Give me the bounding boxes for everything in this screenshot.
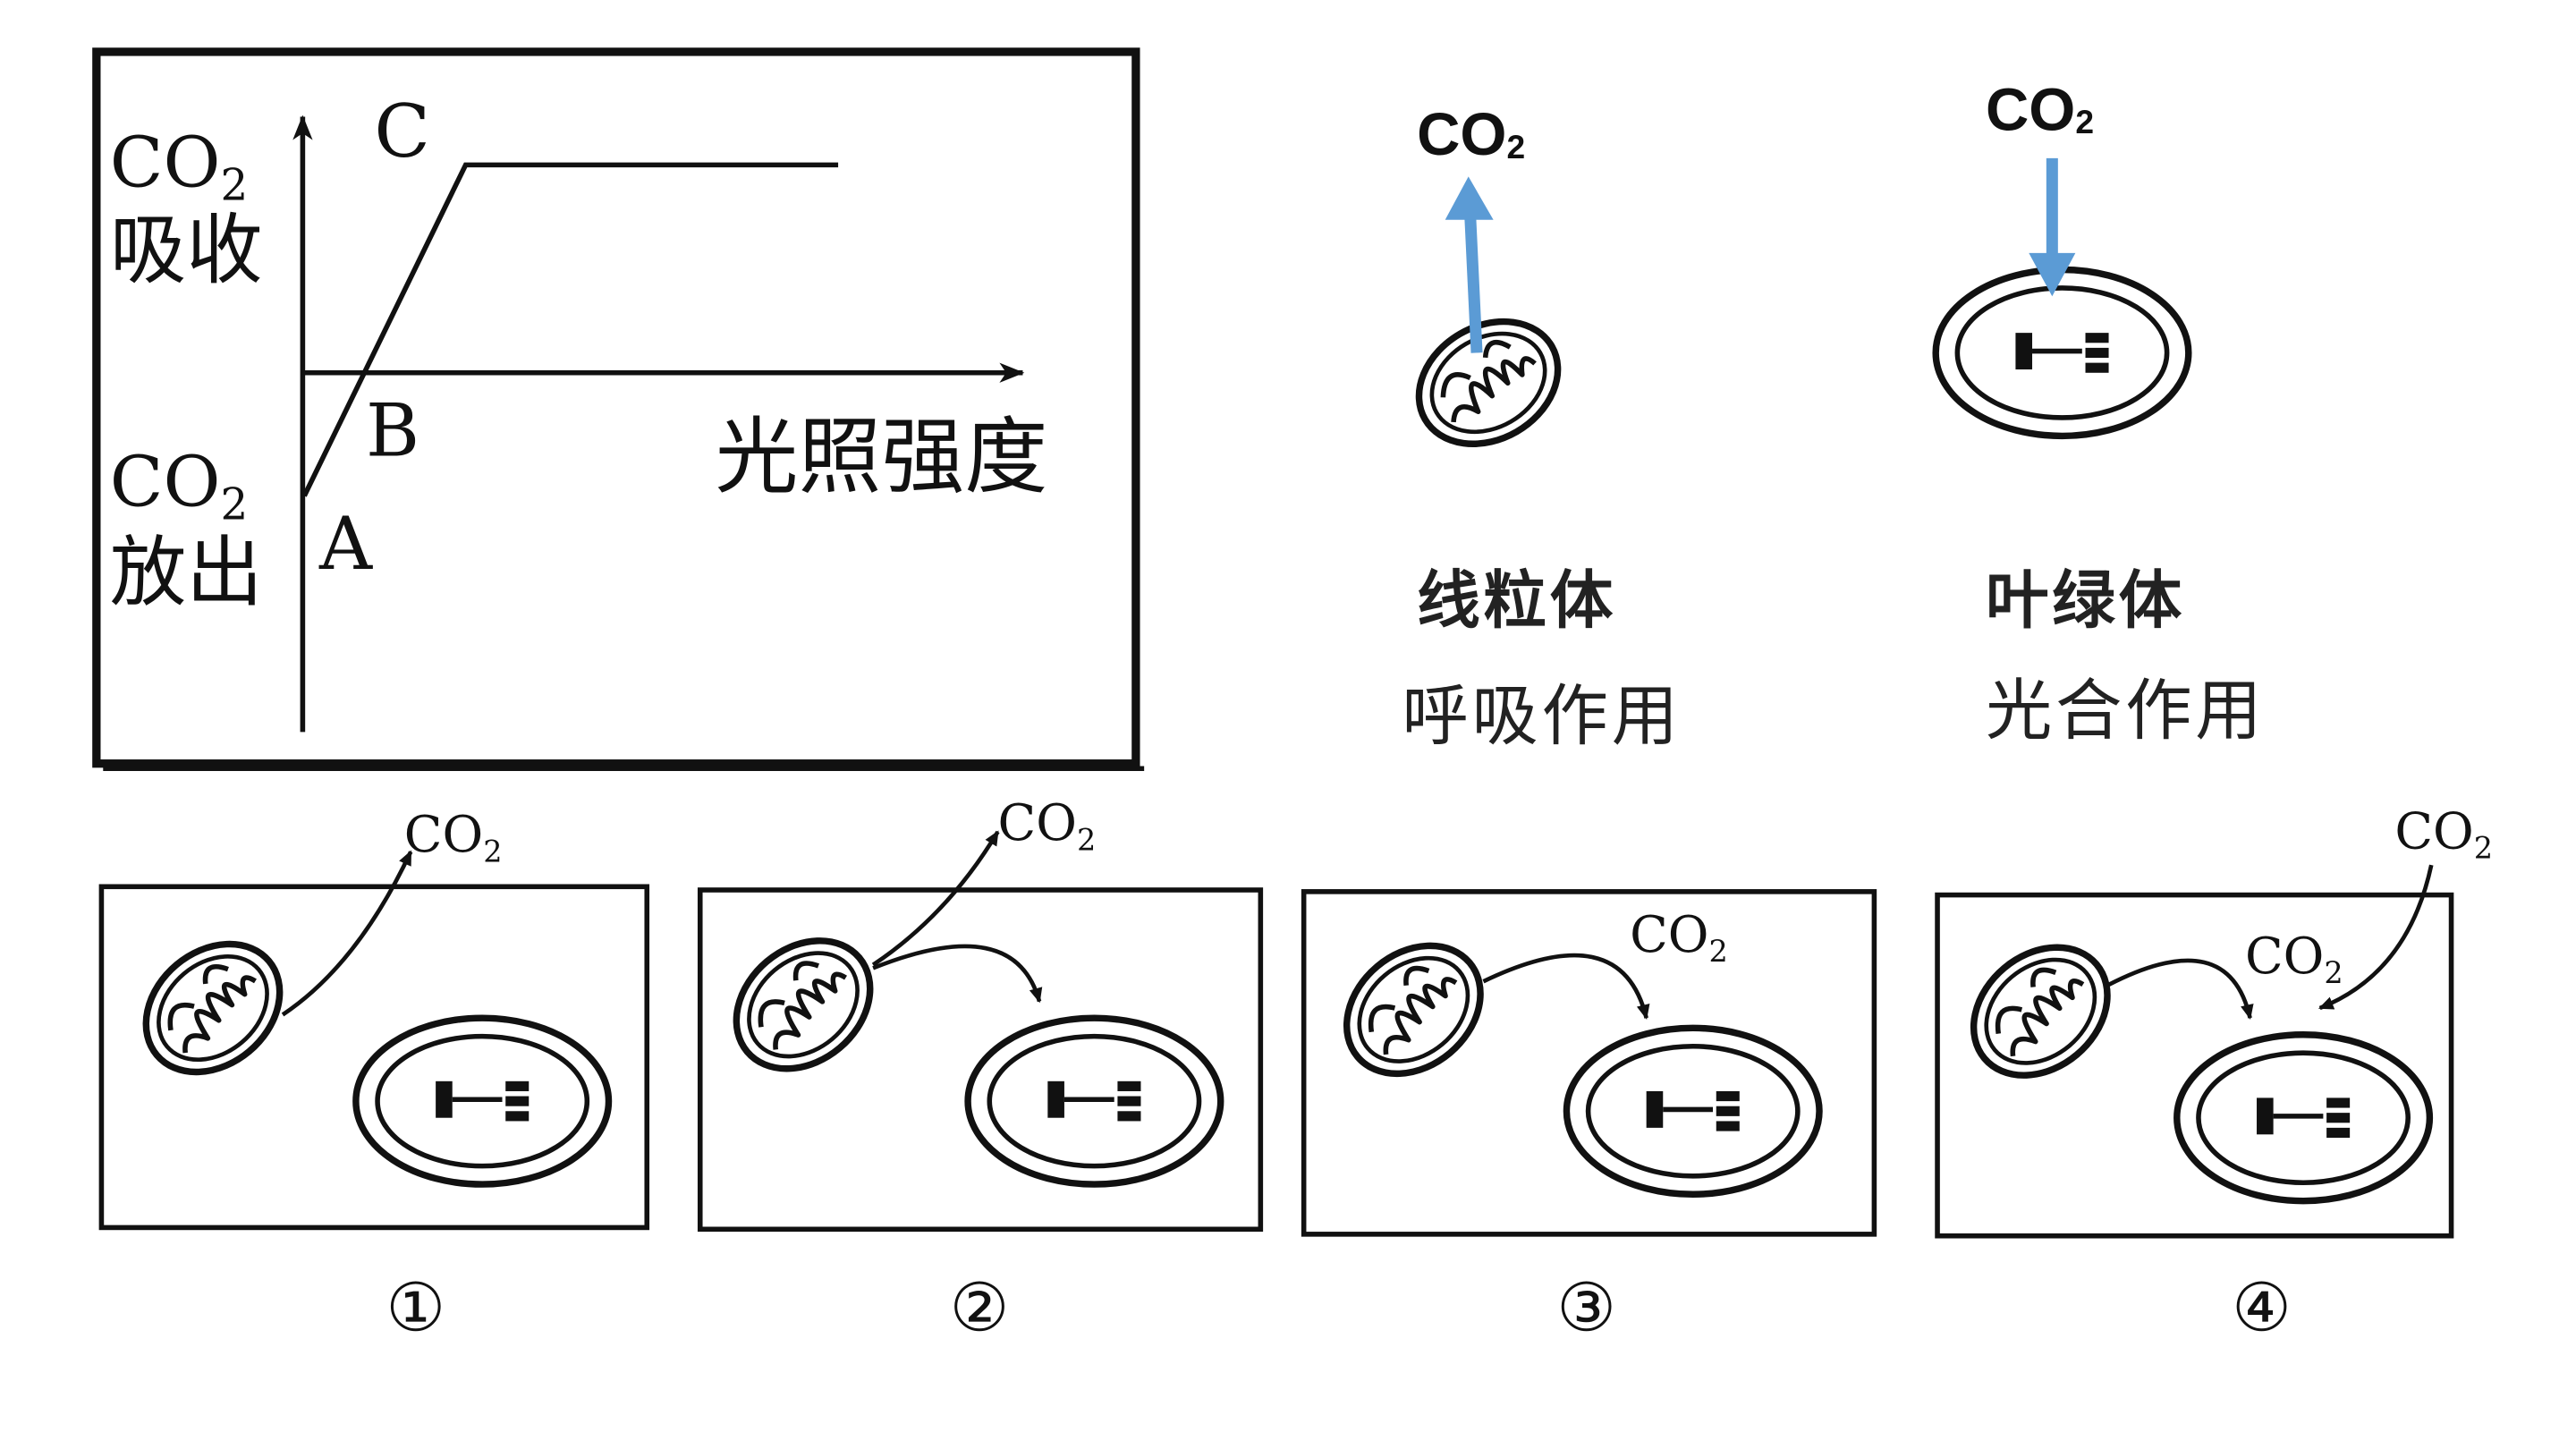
panel-number: ③ bbox=[1556, 1269, 1616, 1347]
mito-process: 呼吸作用 bbox=[1402, 679, 1681, 753]
mitochondrion-icon bbox=[1397, 297, 1580, 468]
co2-label-external: CO2 bbox=[2394, 803, 2493, 866]
mito-name: 线粒体 bbox=[1417, 565, 1616, 636]
co2-arrow-to-chloroplast bbox=[1482, 953, 1650, 1020]
co2-label: CO2 bbox=[404, 806, 503, 869]
chloroplast-icon bbox=[1936, 269, 2189, 436]
point-label-b: B bbox=[366, 389, 419, 474]
chloro-process: 光合作用 bbox=[1986, 674, 2265, 748]
co2-arrow-from-outside bbox=[2318, 864, 2434, 1011]
co2-arrow-to-chloroplast bbox=[872, 944, 1043, 1004]
co2-label-internal: CO2 bbox=[2245, 928, 2343, 990]
y-label-release: 放出 bbox=[110, 530, 263, 618]
co2-arrow-out bbox=[281, 850, 413, 1017]
panel-frame bbox=[98, 884, 650, 1231]
mitochondrion-icon bbox=[1948, 921, 2133, 1102]
legend-chloroplast: CO2 叶绿体 光合作用 bbox=[1936, 76, 2265, 748]
chloroplast-icon bbox=[1566, 1028, 1819, 1194]
co2-label: CO2 bbox=[1630, 906, 1728, 969]
mito-co2-label: CO2 bbox=[1417, 101, 1525, 168]
chloro-name: 叶绿体 bbox=[1986, 565, 2185, 636]
mitochondrion-icon bbox=[711, 914, 896, 1095]
point-label-a: A bbox=[318, 502, 373, 587]
panel-3: CO2 ③ bbox=[1301, 889, 1877, 1347]
panel-frame bbox=[697, 887, 1264, 1233]
co2-arrow-to-chloroplast bbox=[2107, 958, 2254, 1020]
panel-number: ① bbox=[386, 1269, 445, 1347]
co2-release-arrowhead bbox=[1445, 176, 1494, 220]
y-label-absorb: 吸收 bbox=[110, 207, 263, 295]
co2-release-arrow bbox=[1464, 212, 1483, 353]
chloroplast-icon bbox=[356, 1018, 609, 1184]
graph-frame bbox=[92, 47, 1140, 768]
legend-mitochondrion: CO2 线粒体 呼吸作用 bbox=[1397, 101, 1681, 753]
panel-number: ② bbox=[950, 1269, 1010, 1347]
light-response-curve bbox=[301, 162, 839, 497]
co2-uptake-arrowhead bbox=[2029, 252, 2076, 297]
chloro-co2-label: CO2 bbox=[1986, 76, 2094, 143]
y-label-co2-absorb: CO2 bbox=[110, 123, 249, 211]
light-response-graph: CO2 吸收 CO2 放出 光照强度 C B A bbox=[92, 47, 1145, 772]
y-label-co2-release: CO2 bbox=[110, 443, 249, 530]
panel-number: ④ bbox=[2232, 1269, 2292, 1347]
panel-4: CO2 CO2 ④ bbox=[1935, 803, 2493, 1347]
chloroplast-icon bbox=[2177, 1035, 2430, 1201]
mitochondrion-icon bbox=[1321, 919, 1506, 1100]
panel-1: CO2 ① bbox=[98, 806, 650, 1347]
panel-2: CO2 ② bbox=[697, 794, 1264, 1347]
chloroplast-icon bbox=[968, 1018, 1221, 1184]
panel-frame bbox=[1935, 892, 2454, 1239]
mitochondrion-icon bbox=[121, 918, 306, 1098]
co2-arrow-out bbox=[871, 830, 1000, 967]
panel-frame bbox=[1301, 889, 1877, 1237]
co2-label: CO2 bbox=[998, 794, 1097, 857]
point-label-c: C bbox=[374, 89, 430, 174]
x-axis-label: 光照强度 bbox=[715, 409, 1047, 505]
